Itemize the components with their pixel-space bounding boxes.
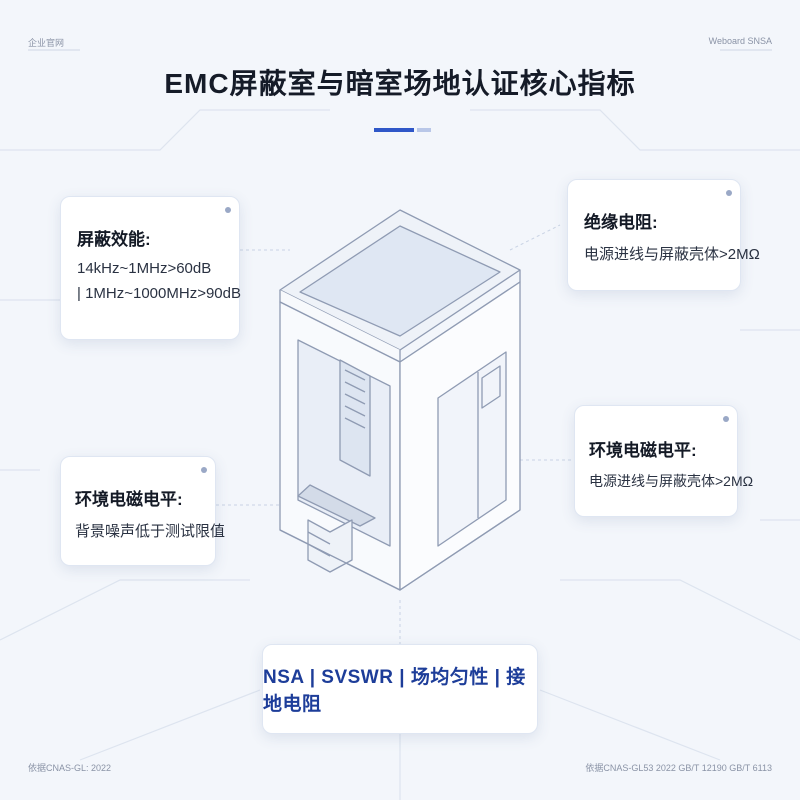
footer-left-note: 依据CNAS-GL: 2022 xyxy=(28,763,112,773)
footer-right-note: 依据CNAS-GL53 2022 GB/T 12190 GB/T 6113 xyxy=(585,763,772,773)
env-left-heading: 环境电磁电平: xyxy=(75,490,183,509)
card-insulation-resistance: 绝缘电阻: 电源进线与屏蔽壳体>2MΩ xyxy=(567,179,760,291)
shielded-room-illustration xyxy=(279,209,521,591)
shielding-heading: 屏蔽效能: xyxy=(77,230,151,249)
header-right-label: Weboard SNSA xyxy=(708,36,772,46)
insulation-value: 电源进线与屏蔽壳体>2MΩ xyxy=(584,246,760,263)
env-right-value: 电源进线与屏蔽壳体>2MΩ xyxy=(589,473,754,489)
title-underline xyxy=(374,128,431,132)
insulation-heading: 绝缘电阻: xyxy=(584,213,658,232)
card-dot xyxy=(201,467,207,473)
card-env-em-level-left: 环境电磁电平: 背景噪声低于测试限值 xyxy=(60,456,226,566)
shielding-range-1: 14kHz~1MHz>60dB xyxy=(77,260,212,277)
page-title: EMC屏蔽室与暗室场地认证核心指标 xyxy=(164,68,636,99)
card-test-items: NSA | SVSWR | 场均匀性 | 接地电阻 xyxy=(262,644,538,734)
test-items-text: NSA | SVSWR | 场均匀性 | 接地电阻 xyxy=(263,667,526,715)
card-shielding-effectiveness: 屏蔽效能: 14kHz~1MHz>60dB | 1MHz~1000MHz>90d… xyxy=(60,196,241,340)
card-dot xyxy=(726,190,732,196)
header-left-label: 企业官网 xyxy=(28,38,65,48)
card-dot xyxy=(723,416,729,422)
env-right-heading: 环境电磁电平: xyxy=(589,441,697,460)
shielding-range-2: | 1MHz~1000MHz>90dB xyxy=(77,285,241,302)
env-left-value: 背景噪声低于测试限值 xyxy=(75,523,226,540)
card-dot xyxy=(225,207,231,213)
card-env-em-level-right: 环境电磁电平: 电源进线与屏蔽壳体>2MΩ xyxy=(574,405,754,517)
